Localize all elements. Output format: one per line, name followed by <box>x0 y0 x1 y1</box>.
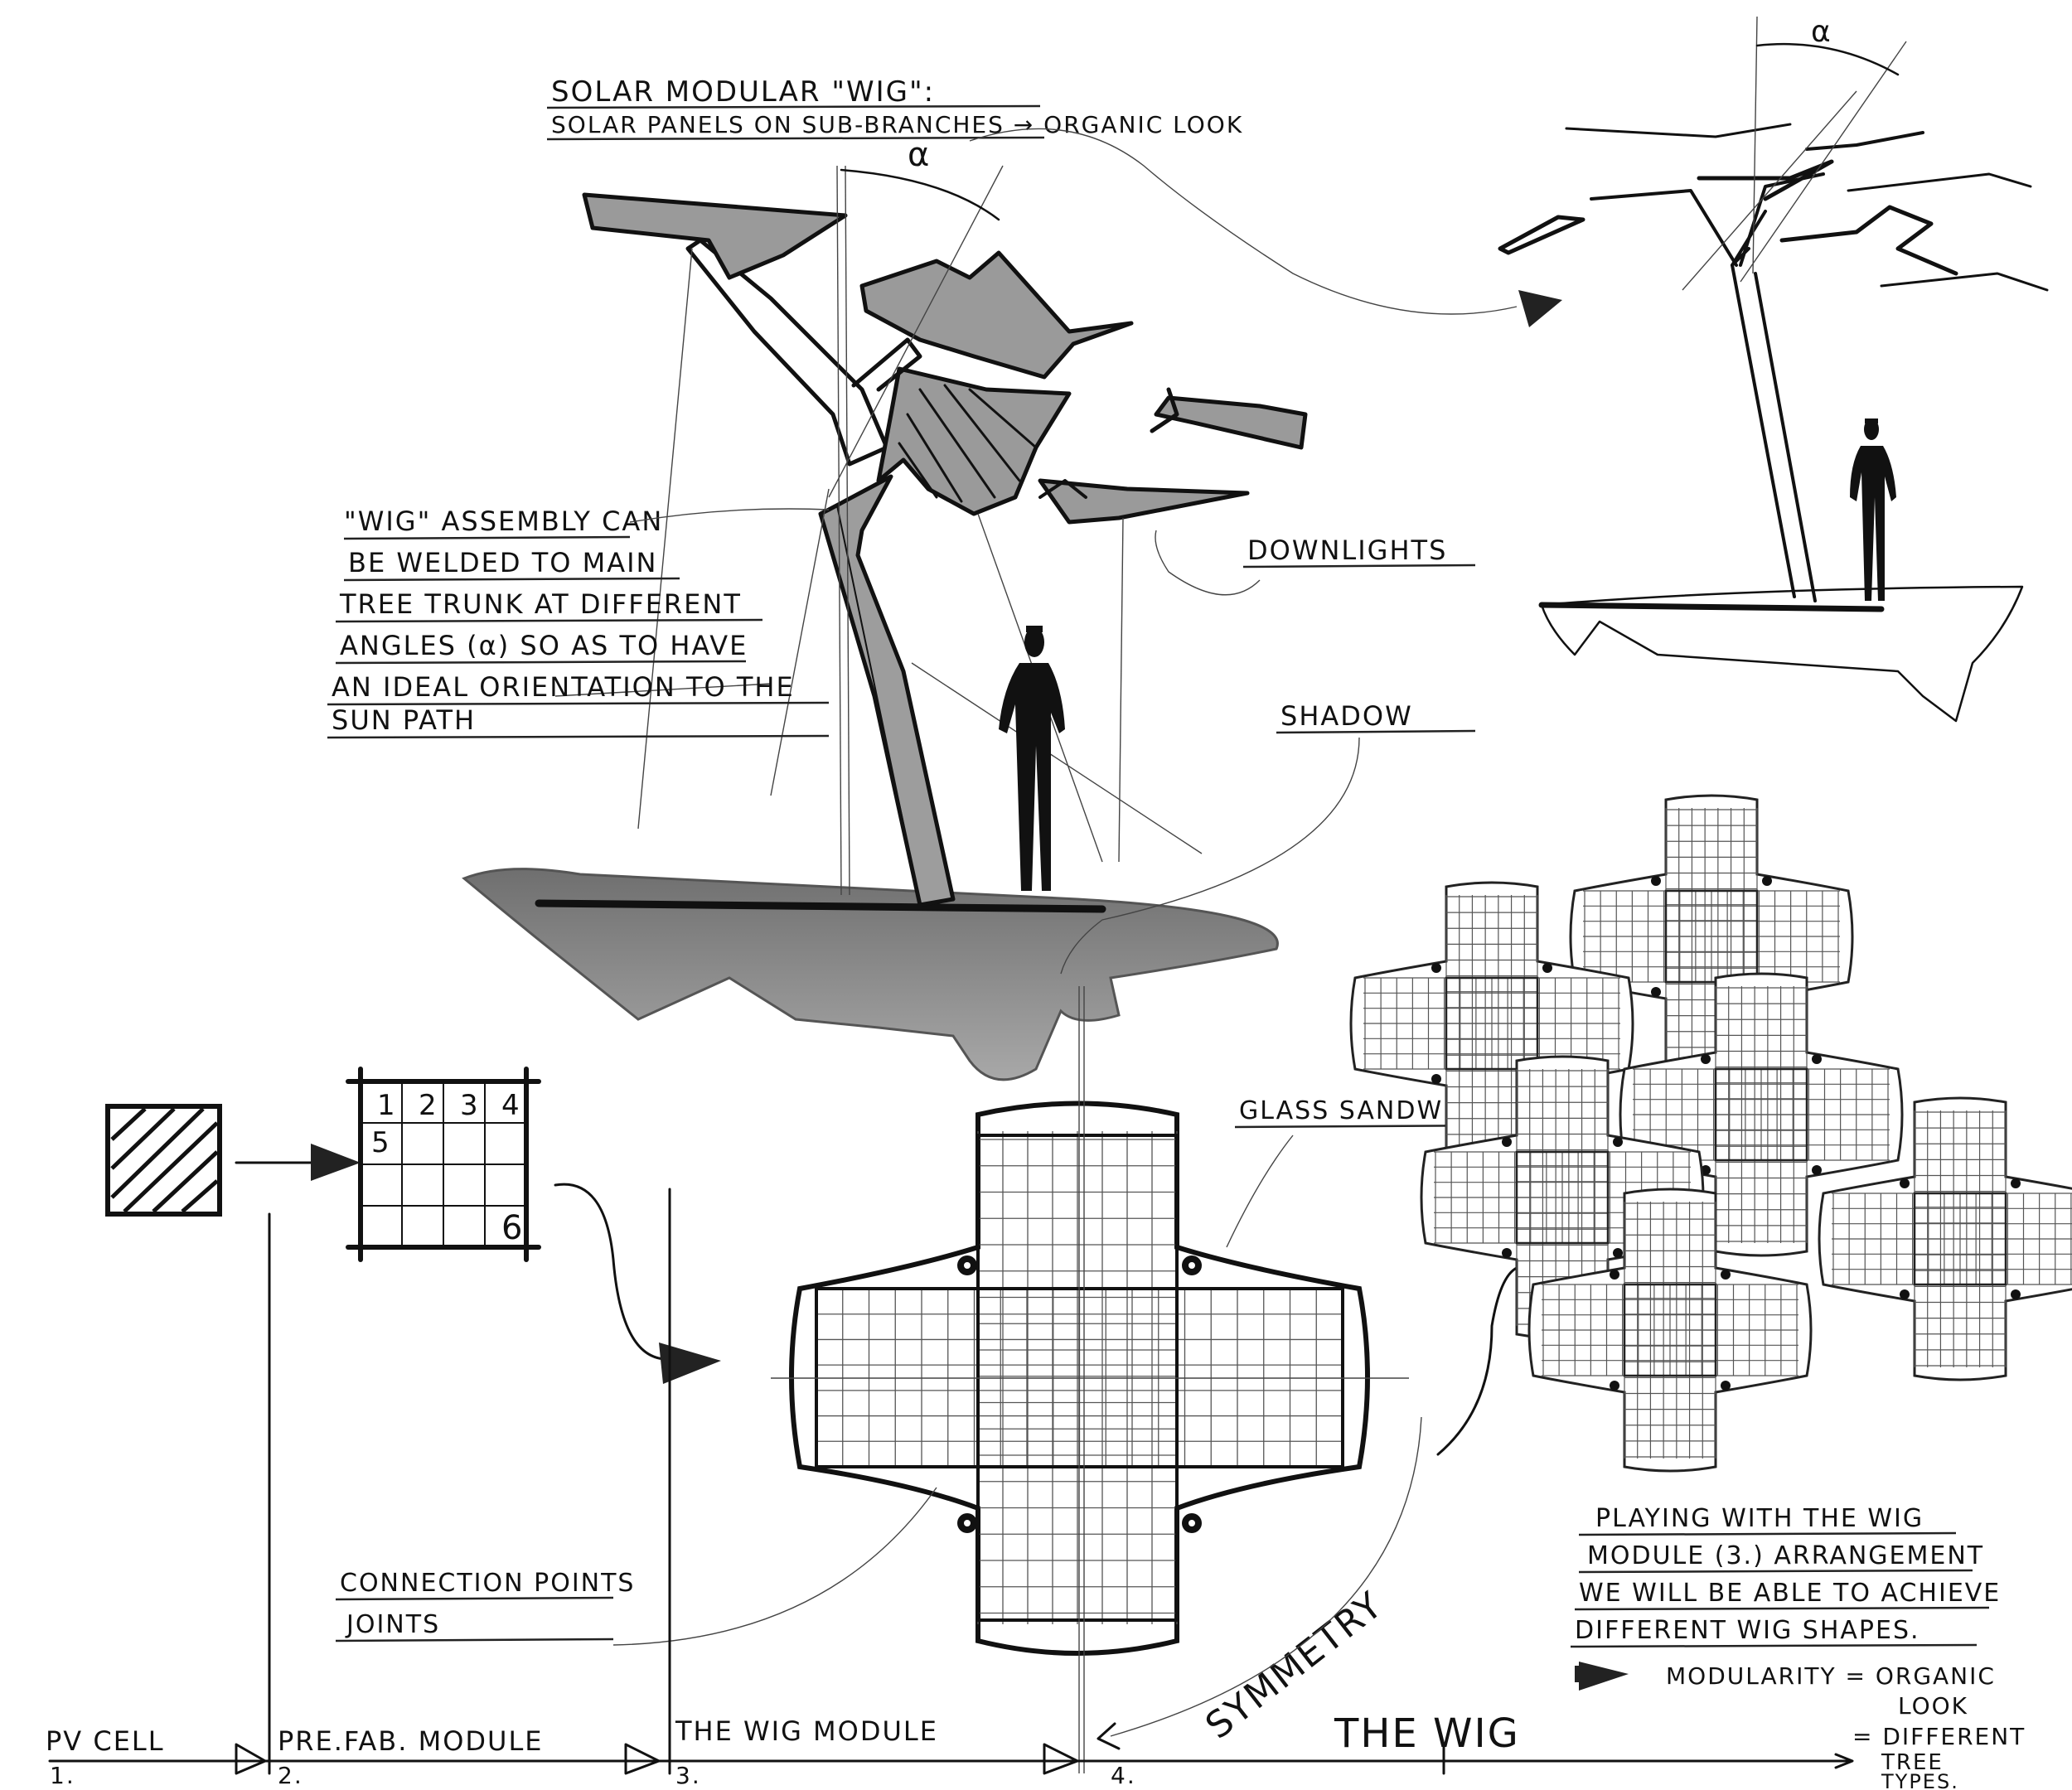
cluster-module <box>1420 1055 1705 1340</box>
downlights-note: DOWNLIGHTS <box>1155 530 1476 596</box>
timeline-label-prefab: PRE.FAB. MODULE <box>278 1725 543 1757</box>
connection-line-2: JOINTS <box>345 1610 440 1639</box>
alpha-label-small: α <box>1811 15 1832 49</box>
arrow-head-3 <box>659 1342 721 1384</box>
timeline-label-wig: THE WIG <box>1334 1710 1520 1757</box>
timeline-num-1: 1. <box>50 1762 75 1789</box>
arrow-head-1 <box>1518 290 1562 327</box>
alpha-label-main: α <box>908 136 931 174</box>
cell-number-5: 5 <box>371 1126 391 1159</box>
playing-note: PLAYING WITH THE WIG MODULE (3.) ARRANGE… <box>1570 1504 2026 1790</box>
assembly-line-5: AN IDEAL ORIENTATION TO THE <box>332 671 795 703</box>
timeline-num-3: 3. <box>675 1762 701 1789</box>
timeline-label-pv-cell: PV CELL <box>46 1725 165 1757</box>
leader-to-small-tree <box>969 128 1518 315</box>
solar-panel-lower <box>1038 478 1250 525</box>
shadow-label: SHADOW <box>1280 700 1413 732</box>
downlights-label: DOWNLIGHTS <box>1247 535 1447 566</box>
title-block: SOLAR MODULAR "WIG": SOLAR PANELS ON SUB… <box>546 75 1243 141</box>
modularity-line-1: MODULARITY = ORGANIC <box>1666 1662 1996 1690</box>
cell-number-6: 6 <box>501 1209 524 1247</box>
different-line-2: TREE <box>1881 1750 1944 1775</box>
cluster-module <box>1818 1096 2072 1381</box>
cell-number-4: 4 <box>501 1089 521 1122</box>
playing-line-3: WE WILL BE ABLE TO ACHIEVE <box>1579 1579 2001 1608</box>
playing-line-1: PLAYING WITH THE WIG <box>1595 1504 1924 1533</box>
prefab-module: 1 2 3 4 5 6 <box>346 1067 541 1262</box>
different-line-1: = DIFFERENT <box>1852 1723 2026 1750</box>
cluster-module <box>1527 1188 1813 1473</box>
cluster-module <box>1619 972 1904 1257</box>
connection-line-1: CONNECTION POINTS <box>340 1569 635 1598</box>
solar-panel-center <box>876 366 1072 516</box>
solar-panel-right <box>1154 395 1308 450</box>
arrow-head-2 <box>311 1144 361 1181</box>
person-figure-small <box>1850 418 1896 601</box>
playing-line-2: MODULE (3.) ARRANGEMENT <box>1587 1541 1984 1570</box>
playing-line-4: DIFFERENT WIG SHAPES. <box>1575 1616 1920 1645</box>
title-line-2: SOLAR PANELS ON SUB-BRANCHES → ORGANIC L… <box>551 111 1243 138</box>
timeline-num-4: 4. <box>1111 1762 1136 1789</box>
assembly-line-6: SUN PATH <box>332 704 476 736</box>
assembly-line-2: BE WELDED TO MAIN <box>348 547 657 578</box>
main-tree-sketch: α <box>462 136 1308 1081</box>
assembly-line-3: TREE TRUNK AT DIFFERENT <box>339 588 742 620</box>
assembly-line-1: "WIG" ASSEMBLY CAN <box>344 506 663 537</box>
shadow-note: SHADOW <box>1060 700 1476 975</box>
small-tree-sketch: α <box>1498 15 2049 723</box>
cell-number-2: 2 <box>419 1089 438 1122</box>
timeline: PV CELL 1. PRE.FAB. MODULE 2. THE WIG MO… <box>46 1188 1854 1789</box>
wig-module <box>771 986 1409 1773</box>
pv-cell <box>105 1104 222 1217</box>
assembly-note: "WIG" ASSEMBLY CAN BE WELDED TO MAIN TRE… <box>327 506 830 739</box>
person-figure-main <box>999 626 1065 891</box>
cell-number-3: 3 <box>460 1089 480 1122</box>
ground-shadow <box>462 868 1279 1081</box>
title-line-1: SOLAR MODULAR "WIG": <box>551 75 935 109</box>
different-line-3: TYPES. <box>1881 1770 1959 1790</box>
modularity-line-2: LOOK <box>1898 1692 1968 1720</box>
timeline-label-wig-module: THE WIG MODULE <box>675 1715 938 1747</box>
connection-note: CONNECTION POINTS JOINTS <box>335 1487 937 1646</box>
assembly-line-4: ANGLES (α) SO AS TO HAVE <box>340 630 748 661</box>
solar-panel-left <box>582 192 848 280</box>
timeline-num-2: 2. <box>278 1762 303 1789</box>
cell-number-1: 1 <box>377 1089 397 1122</box>
wig-module-cluster <box>1349 794 2072 1473</box>
solar-panel-top <box>859 250 1134 380</box>
